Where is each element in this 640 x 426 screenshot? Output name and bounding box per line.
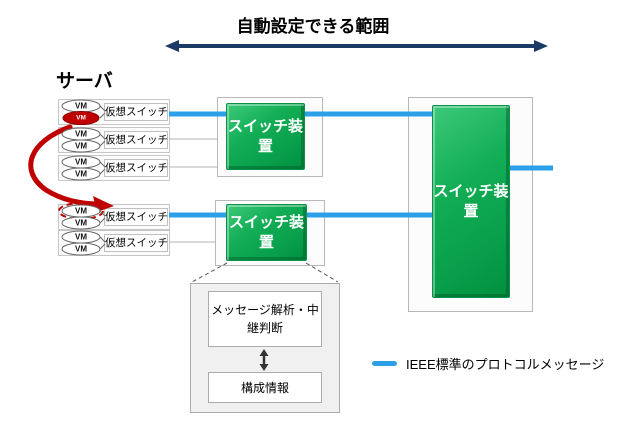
server-host-box: 仮想スイッチ	[58, 155, 170, 181]
virtual-switch-label: 仮想スイッチ	[104, 131, 168, 149]
legend: IEEE標準のプロトコルメッセージ	[372, 352, 632, 374]
server-host-box: 仮想スイッチ	[58, 204, 170, 230]
switch-device-label: スイッチ装置	[227, 118, 303, 155]
virtual-switch-label: 仮想スイッチ	[104, 234, 168, 252]
arrowhead-right-icon	[534, 40, 548, 52]
legend-label: IEEE標準のプロトコルメッセージ	[406, 356, 605, 372]
virtual-switch-label: 仮想スイッチ	[104, 103, 168, 121]
diagram-title: 自動設定できる範囲	[236, 17, 390, 36]
message-analysis-box: メッセージ解析・中継判断	[208, 291, 322, 347]
switch-device-label: スイッチ装置	[228, 214, 304, 251]
protocol-line-swatch-icon	[372, 360, 397, 366]
config-info-box: 構成情報	[208, 372, 322, 403]
auto-config-range-arrow	[165, 40, 548, 52]
switch-device-box: スイッチ装置	[432, 105, 510, 298]
virtual-switch-label: 仮想スイッチ	[104, 208, 168, 226]
switch-device-box: スイッチ装置	[226, 103, 305, 170]
server-host-box: 仮想スイッチ	[58, 230, 170, 256]
switch-device-label: スイッチ装置	[433, 183, 509, 220]
server-host-box: 仮想スイッチ	[58, 127, 170, 153]
server-host-box: 仮想スイッチ	[58, 99, 170, 125]
arrowhead-left-icon	[165, 40, 179, 52]
virtual-switch-label: 仮想スイッチ	[104, 159, 168, 177]
switch-device-box: スイッチ装置	[226, 204, 307, 261]
server-label: サーバ	[56, 71, 113, 92]
